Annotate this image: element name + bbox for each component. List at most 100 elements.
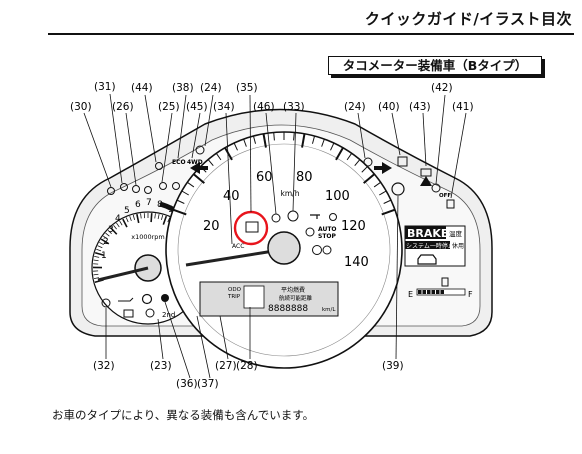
leader-line bbox=[265, 112, 277, 215]
leader-line bbox=[435, 94, 446, 185]
speed-tick-mark bbox=[335, 147, 344, 161]
callout-37: (37) bbox=[197, 378, 219, 390]
tach-tick-mark bbox=[110, 227, 118, 235]
range-mode-label: 平均燃費 bbox=[281, 286, 305, 294]
speed-tick-mark bbox=[293, 132, 295, 141]
speed-tick-20: 20 bbox=[203, 219, 220, 234]
leader-line bbox=[395, 195, 399, 360]
speed-tick-mark bbox=[363, 173, 376, 184]
leader-line bbox=[219, 315, 229, 360]
speed-tick-mark bbox=[383, 199, 392, 204]
speed-tick-60: 60 bbox=[256, 170, 273, 185]
speed-unit: km/h bbox=[281, 189, 300, 198]
leader-line bbox=[391, 112, 401, 156]
tach-tick-mark bbox=[116, 222, 120, 228]
second-gear-label: 2nd bbox=[162, 311, 175, 319]
speed-tick-40: 40 bbox=[223, 189, 240, 204]
leader-line bbox=[157, 318, 164, 360]
speed-tick-mark bbox=[346, 153, 353, 161]
tach-tick-mark bbox=[125, 217, 129, 223]
hill-descent-icon bbox=[132, 185, 140, 193]
speed-tick-mark bbox=[330, 142, 335, 151]
callout-39: (39) bbox=[382, 360, 404, 372]
brake-temp-label: 温度 bbox=[449, 229, 463, 238]
tach-tick-mark bbox=[167, 217, 171, 223]
odo-label: ODO bbox=[228, 287, 242, 293]
tachometer-needle bbox=[97, 266, 149, 282]
callout-34: (34) bbox=[213, 101, 235, 113]
tach-tick-mark bbox=[94, 255, 100, 258]
leader-line bbox=[196, 315, 211, 379]
door-open-icon bbox=[397, 156, 408, 167]
fuel-pump-icon bbox=[441, 277, 449, 287]
tachometer-unit: x1000rpm bbox=[131, 233, 165, 241]
fuel-segment bbox=[440, 290, 444, 294]
callout-35: (35) bbox=[236, 82, 258, 94]
speedometer-hub bbox=[267, 231, 301, 265]
lane-depart-icon bbox=[363, 157, 373, 167]
brake-hold-icon bbox=[159, 182, 167, 190]
leader-line bbox=[191, 112, 201, 159]
tach-tick-mark bbox=[161, 214, 164, 220]
callout-24b: (24) bbox=[344, 101, 366, 113]
slip-icon bbox=[144, 186, 152, 194]
stability-icon bbox=[322, 245, 332, 255]
odo-display: ODO TRIP 平均燃費 航続可能距離 8888888 km/L bbox=[199, 281, 339, 317]
off-label: OFF bbox=[439, 193, 451, 199]
speed-tick-mark bbox=[301, 133, 306, 148]
tach-tick-mark bbox=[119, 220, 123, 226]
callout-27: (27) bbox=[215, 360, 237, 372]
speed-tick-120: 120 bbox=[341, 219, 366, 234]
fuel-empty-label: E bbox=[408, 290, 413, 299]
leader-line bbox=[357, 112, 366, 159]
speed-tick-mark bbox=[252, 135, 257, 144]
tach-tick-6: 6 bbox=[135, 200, 141, 210]
leader-line bbox=[161, 112, 173, 183]
callout-32: (32) bbox=[93, 360, 115, 372]
speed-tick-mark bbox=[224, 147, 233, 161]
tach-tick-mark bbox=[113, 224, 117, 230]
callout-46: (46) bbox=[253, 101, 275, 113]
speed-tick-mark bbox=[373, 181, 381, 188]
tach-tick-mark bbox=[103, 235, 108, 240]
tach-tick-mark bbox=[154, 213, 156, 219]
callout-23: (23) bbox=[150, 360, 172, 372]
tach-tick-mark bbox=[97, 245, 103, 249]
leader-line bbox=[204, 94, 214, 147]
speed-tick-mark bbox=[273, 132, 275, 141]
tach-tick-mark bbox=[129, 216, 132, 221]
tpms-icon bbox=[312, 245, 322, 255]
trip-label: TRIP bbox=[227, 294, 241, 300]
coolant-icon bbox=[123, 309, 134, 318]
high-beam-icon bbox=[195, 145, 205, 155]
key-icon bbox=[310, 214, 320, 219]
speed-tick-mark bbox=[379, 190, 387, 196]
auto-stop-icon bbox=[305, 227, 315, 237]
lower-lamp-icon bbox=[101, 298, 111, 308]
tach-tick-mark bbox=[93, 273, 99, 276]
tach-tick-mark bbox=[150, 213, 153, 223]
tach-tick-mark bbox=[96, 248, 102, 252]
speed-tick-mark bbox=[321, 138, 325, 147]
dark-dot-indicator bbox=[161, 294, 169, 302]
speed-tick-mark bbox=[215, 153, 222, 161]
speed-tick-mark bbox=[381, 208, 396, 216]
callout-36: (36) bbox=[176, 378, 198, 390]
speed-tick-mark bbox=[192, 173, 205, 184]
speed-tick-mark bbox=[262, 133, 267, 148]
fuel-segment bbox=[422, 290, 426, 294]
parking-brake-icon bbox=[172, 182, 180, 190]
speed-tick-mark bbox=[233, 142, 238, 151]
tach-tick-mark bbox=[132, 214, 135, 220]
leader-line bbox=[450, 112, 467, 199]
callout-44: (44) bbox=[131, 82, 153, 94]
callouts-top: (30) (31) (26) (44) (25) (38) (45) (24) … bbox=[70, 81, 474, 113]
tach-tick-5: 5 bbox=[124, 206, 130, 216]
gear-icon bbox=[141, 293, 153, 305]
leader-line bbox=[249, 94, 252, 213]
srs-airbag-icon bbox=[245, 221, 259, 233]
odo-unit: km/L bbox=[322, 307, 336, 313]
leader-line bbox=[292, 112, 297, 212]
page-title: クイックガイド/イラスト目次 bbox=[364, 10, 572, 28]
stop-label: STOP bbox=[318, 233, 337, 240]
